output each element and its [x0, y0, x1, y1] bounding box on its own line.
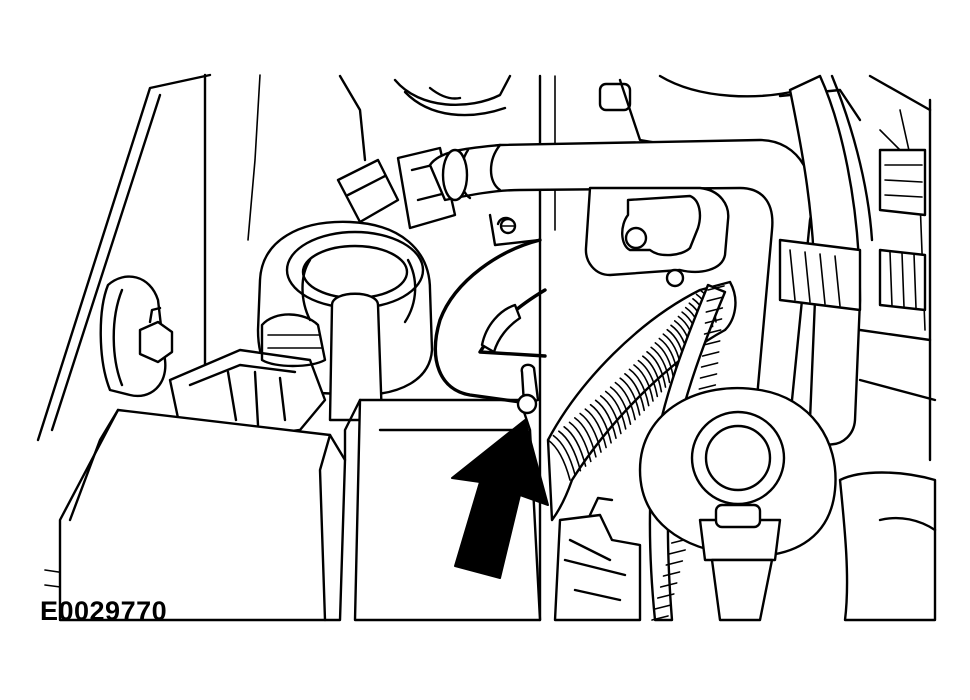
throttle-body-housing	[256, 220, 434, 422]
engine-mount-left	[99, 275, 174, 398]
lower-bracket	[553, 496, 642, 622]
hose-junction	[638, 386, 937, 622]
sensor-bracket	[584, 186, 730, 288]
upper-right-harness	[778, 148, 937, 402]
indicator-arrow	[451, 419, 549, 579]
ground-strap-wire	[433, 213, 547, 415]
ground-bolt-icon	[516, 393, 538, 415]
arrow-up-icon	[451, 419, 549, 579]
battery-module	[58, 398, 542, 622]
figure-id-label: E0029770	[40, 596, 168, 626]
